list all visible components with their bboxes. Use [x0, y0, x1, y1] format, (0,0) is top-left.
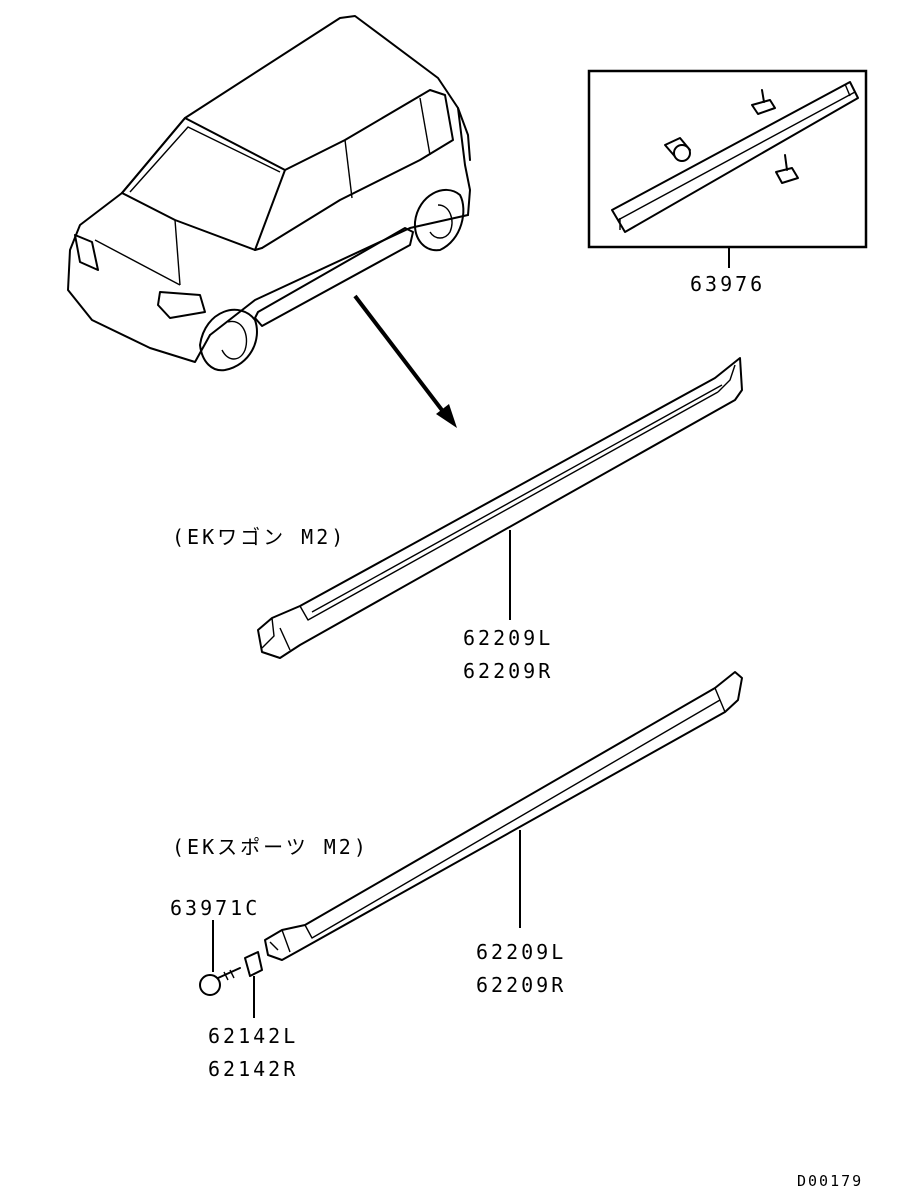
part-number-63976: 63976 [690, 272, 766, 296]
part-number-wagon-left: 62209L [463, 626, 554, 650]
car-illustration [67, 15, 471, 372]
part-number-clip-right: 62142R [208, 1057, 299, 1081]
screw-icon [199, 920, 241, 996]
diagram-code: D00179 [797, 1172, 864, 1190]
clip-fastener-icon [244, 951, 263, 1018]
variant-label-ek-sports: (EKスポーツ M2) [172, 835, 369, 859]
part-number-sports-left: 62209L [476, 940, 567, 964]
side-sill-sports [264, 671, 743, 961]
part-number-screw: 63971C [170, 896, 261, 920]
variant-label-ek-wagon: (EKワゴン M2) [172, 525, 347, 549]
clip-icon [751, 89, 776, 115]
part-number-wagon-right: 62209R [463, 659, 554, 683]
clip-icon [664, 137, 691, 162]
side-sill-wagon [257, 357, 743, 659]
pointer-arrow [353, 294, 457, 428]
inset-box [587, 69, 868, 268]
part-number-sports-right: 62209R [476, 973, 567, 997]
part-number-clip-left: 62142L [208, 1024, 299, 1048]
clip-icon [775, 154, 799, 184]
